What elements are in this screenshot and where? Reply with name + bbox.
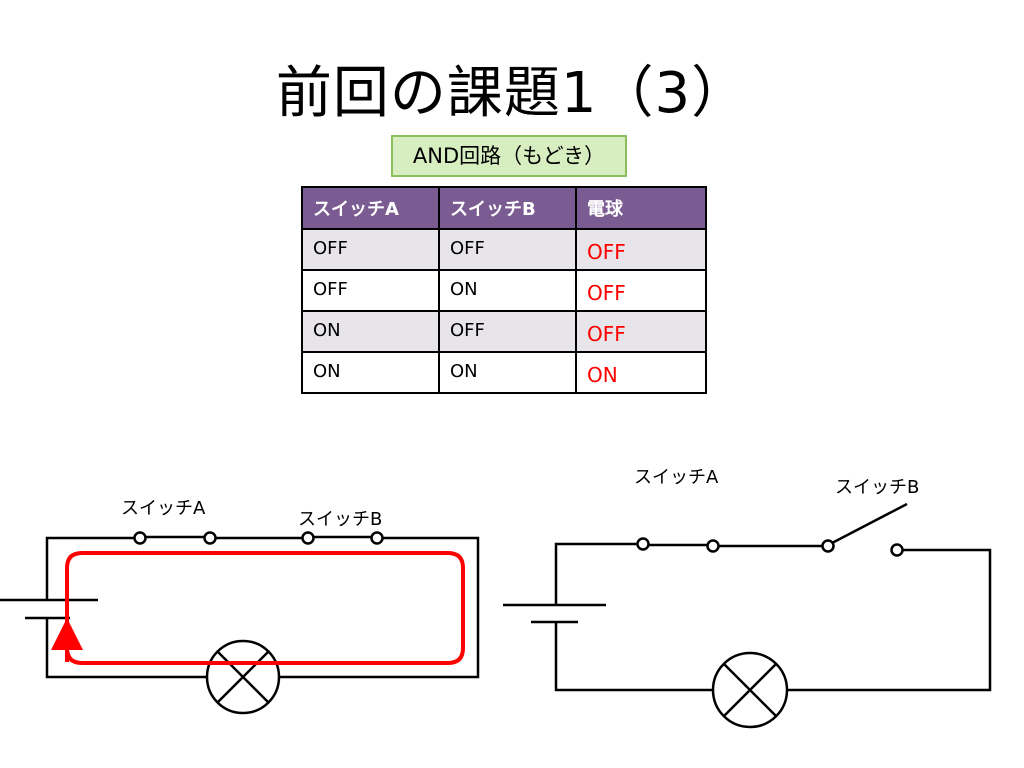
right-switch-a-label: スイッチA	[634, 467, 719, 488]
right-switch-b-label: スイッチB	[835, 477, 920, 498]
right-circuit	[503, 502, 992, 729]
left-wire-top-left	[45, 536, 140, 600]
right-switch-a-contact	[706, 539, 720, 553]
cell-switch-a: OFF	[301, 269, 440, 312]
header-bulb: 電球	[575, 186, 707, 230]
right-switch-b-contact	[821, 539, 835, 553]
left-switch-b-label: スイッチB	[298, 509, 383, 530]
cell-switch-b: OFF	[438, 228, 577, 271]
left-switch-b-contact	[370, 531, 384, 545]
cell-switch-a: OFF	[301, 228, 440, 271]
subtitle-box: AND回路（もどき）	[391, 135, 627, 177]
right-lamp-icon	[711, 651, 789, 729]
table-header-row: スイッチA スイッチB 電球	[301, 186, 707, 230]
cell-bulb: OFF	[575, 269, 707, 312]
cell-bulb: ON	[575, 351, 707, 394]
cell-switch-a: ON	[301, 351, 440, 394]
left-current-path	[51, 551, 465, 665]
left-wire-bottom-left	[45, 618, 207, 679]
cell-switch-a: ON	[301, 310, 440, 353]
header-switch-a: スイッチA	[301, 186, 440, 230]
cell-switch-b: ON	[438, 351, 577, 394]
slide-title: 前回の課題1（3）	[275, 61, 749, 126]
right-switch-b-lever-open	[831, 502, 908, 545]
right-switch-b-contact	[890, 543, 904, 557]
truth-table: スイッチA スイッチB 電球 OFF OFF OFF OFF ON OFF ON…	[301, 186, 707, 394]
right-switch-a-contact	[636, 537, 650, 551]
table-row: OFF OFF OFF	[301, 228, 707, 271]
right-wire-bottom-left	[554, 622, 713, 692]
right-wire-top-left	[554, 542, 640, 605]
table-row: ON ON ON	[301, 351, 707, 394]
left-switch-a-contact	[133, 531, 147, 545]
right-wire-right	[787, 548, 992, 692]
table-row: OFF ON OFF	[301, 269, 707, 312]
cell-switch-b: ON	[438, 269, 577, 312]
cell-switch-b: OFF	[438, 310, 577, 353]
left-switch-a-contact	[203, 531, 217, 545]
left-circuit	[0, 531, 480, 715]
left-lamp-icon	[205, 639, 281, 715]
left-switch-b-contact	[301, 531, 315, 545]
header-switch-b: スイッチB	[438, 186, 577, 230]
table-row: ON OFF OFF	[301, 310, 707, 353]
cell-bulb: OFF	[575, 228, 707, 271]
left-wire-right	[280, 536, 480, 679]
left-switch-a-label: スイッチA	[121, 498, 206, 519]
cell-bulb: OFF	[575, 310, 707, 353]
